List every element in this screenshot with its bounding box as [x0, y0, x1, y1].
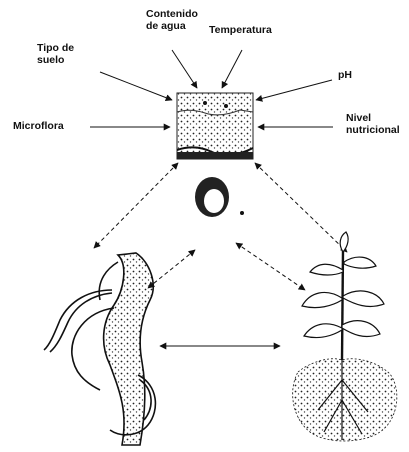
label-microflora: Microflora: [13, 120, 64, 132]
label-temperatura: Temperatura: [209, 24, 272, 36]
soil-plant-arrow: [255, 163, 347, 252]
label-ph: pH: [338, 69, 352, 81]
soil-sample-icon: [177, 93, 253, 159]
arrow-ph: [256, 80, 332, 100]
pathogen-spore-icon: [195, 177, 244, 217]
arrow-contenido: [172, 50, 197, 88]
arrow-temperatura: [222, 50, 242, 88]
label-contenido-de-agua: Contenido de agua: [146, 8, 198, 32]
pathogen-root-arrow: [148, 250, 195, 288]
plant-with-roots-icon: [293, 232, 397, 441]
arrow-tipo: [100, 72, 172, 100]
label-nivel-nutricional: Nivel nutricional: [346, 112, 400, 136]
pathogen-plant-arrow: [236, 243, 305, 290]
infected-root-icon: [44, 253, 155, 445]
soil-root-arrow: [94, 163, 178, 248]
label-tipo-de-suelo: Tipo de suelo: [37, 42, 74, 66]
